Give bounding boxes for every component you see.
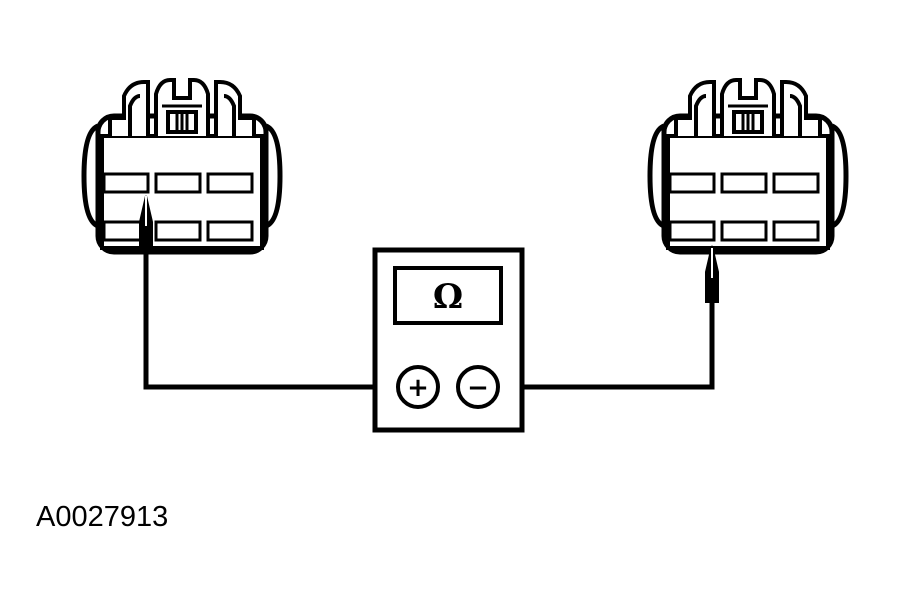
figure-id: A0027913: [36, 501, 169, 533]
left-test-lead: [143, 250, 396, 390]
negative-terminal: [456, 365, 500, 409]
positive-terminal: [396, 365, 440, 409]
right-test-lead: [498, 300, 715, 390]
left-connector: [84, 80, 280, 252]
ohmmeter: Ω + −: [372, 247, 525, 433]
negative-terminal-label: −: [467, 373, 489, 403]
positive-terminal-label: +: [407, 373, 429, 403]
right-connector: [650, 80, 846, 252]
ohm-symbol: Ω: [433, 277, 463, 317]
meter-display: [393, 266, 503, 325]
